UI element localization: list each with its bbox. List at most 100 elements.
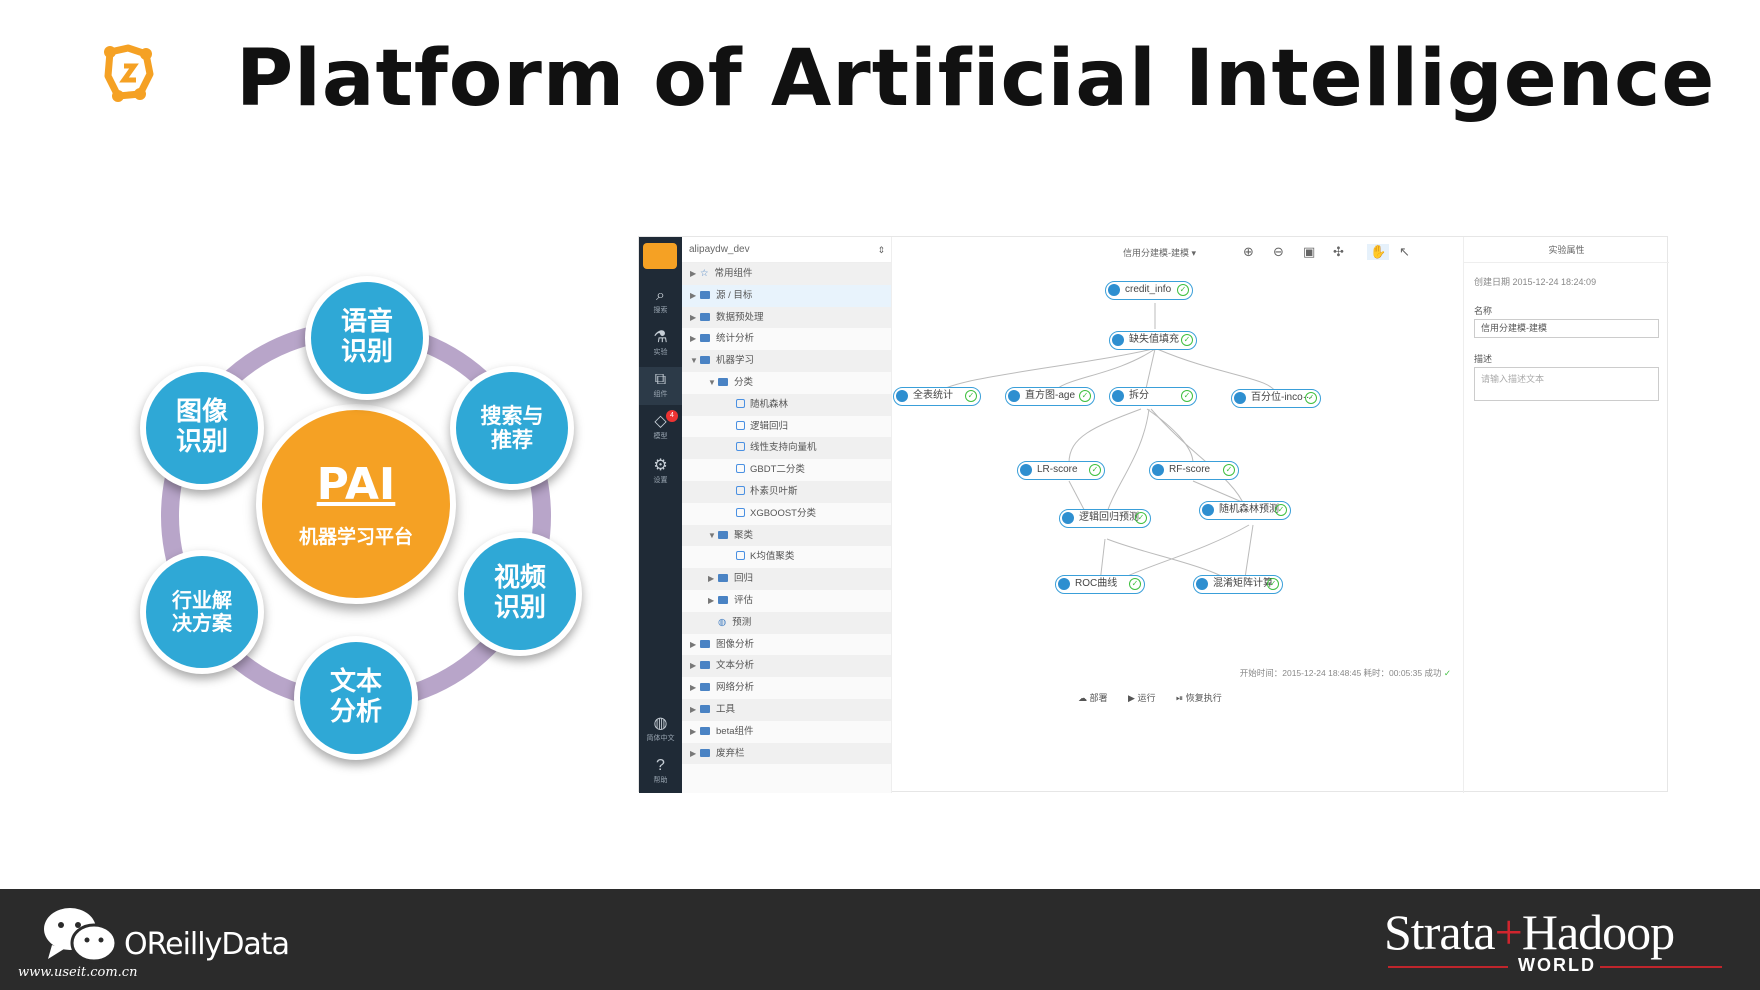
node-label: 缺失值填充 bbox=[1129, 334, 1179, 345]
tree-item[interactable]: ▶源 / 目标 bbox=[682, 284, 891, 307]
rail-models[interactable]: ◇模型 4 bbox=[639, 410, 682, 441]
tree-item[interactable]: GBDT二分类 bbox=[682, 459, 891, 481]
globe-icon: ◍ bbox=[718, 616, 727, 628]
pointer-icon[interactable]: ↖ bbox=[1399, 244, 1410, 259]
chevron-right-icon[interactable]: ▶ bbox=[690, 334, 697, 344]
tree-item[interactable]: ▶图像分析 bbox=[682, 634, 891, 656]
chevron-right-icon[interactable]: ▶ bbox=[690, 269, 697, 278]
run-button[interactable]: ▶ 运行 bbox=[1128, 693, 1156, 703]
name-input[interactable]: 信用分建模-建模 bbox=[1474, 319, 1659, 338]
fit-icon[interactable]: ▣ bbox=[1303, 244, 1316, 259]
dag-node[interactable]: 拆分✓ bbox=[1109, 387, 1197, 406]
rail-search[interactable]: ⌕搜索 bbox=[639, 287, 682, 315]
hand-icon[interactable]: ✋ bbox=[1367, 244, 1390, 260]
chevron-right-icon[interactable]: ▶ bbox=[690, 704, 697, 714]
tree-item[interactable]: K均值聚类 bbox=[682, 546, 891, 568]
tree-item[interactable]: ▶数据预处理 bbox=[682, 306, 891, 329]
folder-icon bbox=[700, 312, 710, 321]
node-type-icon bbox=[1234, 392, 1246, 404]
component-tree: alipaydw_dev⇕ ▶☆常用组件▶源 / 目标▶数据预处理▶统计分析▼机… bbox=[682, 237, 892, 793]
bubble-industry: 行业解 决方案 bbox=[140, 550, 264, 674]
watermark-url: www.useit.com.cn bbox=[18, 965, 138, 980]
tree-item[interactable]: ▶废弃栏 bbox=[682, 742, 891, 765]
tree-item-label: beta组件 bbox=[716, 725, 754, 737]
dag-node[interactable]: 缺失值填充✓ bbox=[1109, 331, 1197, 350]
bubble-search: 搜索与 推荐 bbox=[450, 366, 574, 490]
rail-experiment[interactable]: ⚗实验 bbox=[639, 329, 682, 357]
experiment-name[interactable]: 信用分建模-建模 ▾ bbox=[1123, 248, 1197, 258]
node-type-icon bbox=[1112, 390, 1124, 402]
chevron-right-icon[interactable]: ▶ bbox=[708, 595, 715, 605]
chevron-right-icon[interactable]: ▶ bbox=[690, 683, 697, 693]
tree-item[interactable]: ▶☆常用组件 bbox=[682, 263, 891, 285]
bubble-text: 文本 分析 bbox=[294, 636, 418, 760]
dag-node[interactable]: 随机森林预测✓ bbox=[1199, 501, 1291, 520]
description-textarea[interactable]: 请输入描述文本 bbox=[1474, 367, 1659, 401]
chevron-right-icon[interactable]: ▶ bbox=[690, 726, 697, 736]
dag-node[interactable]: 百分位-inco···✓ bbox=[1231, 389, 1321, 408]
folder-icon bbox=[718, 377, 728, 386]
folder-icon bbox=[700, 704, 710, 713]
tree-item-label: 机器学习 bbox=[716, 355, 755, 367]
dag-node[interactable]: 全表统计✓ bbox=[893, 387, 981, 406]
tree-item-label: 统计分析 bbox=[716, 333, 755, 345]
chevron-right-icon[interactable]: ▶ bbox=[690, 639, 697, 649]
component-icon bbox=[736, 464, 745, 474]
chevron-right-icon[interactable]: ▶ bbox=[690, 312, 697, 322]
tree-item[interactable]: ▶工具 bbox=[682, 698, 891, 721]
fullscreen-icon[interactable]: ✣ bbox=[1333, 244, 1344, 259]
tree-item[interactable]: ▶回归 bbox=[682, 568, 891, 590]
dag-node[interactable]: 混淆矩阵计算✓ bbox=[1193, 575, 1283, 594]
app-logo-icon bbox=[643, 243, 677, 269]
chevron-right-icon[interactable]: ▶ bbox=[708, 574, 715, 584]
tree-item[interactable]: ▼ 机器学习 bbox=[682, 350, 891, 372]
check-icon: ✓ bbox=[1129, 578, 1141, 590]
resume-button[interactable]: ⏯ 恢复执行 bbox=[1176, 693, 1222, 703]
page-title: Platform of Artificial Intelligence bbox=[236, 34, 1716, 124]
pai-logo-icon bbox=[104, 44, 154, 102]
pai-center-subtitle: 机器学习平台 bbox=[298, 527, 413, 548]
check-icon: ✓ bbox=[1079, 390, 1091, 402]
tree-item[interactable]: 逻辑回归 bbox=[682, 416, 891, 438]
dag-node[interactable]: 直方图-age✓ bbox=[1005, 387, 1095, 406]
tree-item[interactable]: ◍预测 bbox=[682, 611, 891, 634]
rail-settings[interactable]: ⚙设置 bbox=[639, 457, 682, 485]
component-icon bbox=[736, 398, 745, 408]
component-icon bbox=[736, 442, 745, 452]
deploy-button[interactable]: ☁ 部署 bbox=[1078, 693, 1108, 703]
project-selector[interactable]: alipaydw_dev⇕ bbox=[682, 237, 891, 263]
rail-help[interactable]: ?帮助 bbox=[639, 757, 682, 785]
tree-item[interactable]: ▶网络分析 bbox=[682, 677, 891, 699]
dag-node[interactable]: LR-score✓ bbox=[1017, 461, 1105, 480]
tree-item[interactable]: ▶ beta组件 bbox=[682, 721, 891, 743]
tree-item[interactable]: ▼分类 bbox=[682, 372, 891, 394]
check-icon: ✓ bbox=[1305, 392, 1317, 404]
chevron-down-icon[interactable]: ▼ bbox=[708, 530, 716, 540]
dag-node[interactable]: ROC曲线✓ bbox=[1055, 575, 1145, 594]
folder-icon bbox=[700, 683, 710, 692]
dag-node[interactable]: 逻辑回归预测✓ bbox=[1059, 509, 1151, 528]
experiment-canvas[interactable]: 信用分建模-建模 ▾ ⊕ ⊖ ▣ ✣ ✋ ↖ bbox=[893, 237, 1459, 793]
chevron-down-icon[interactable]: ▼ bbox=[690, 356, 698, 366]
tree-item[interactable]: 随机森林 bbox=[682, 393, 891, 416]
tree-item[interactable]: ▶评估 bbox=[682, 590, 891, 612]
tree-item[interactable]: ▶ 统计分析 bbox=[682, 328, 891, 350]
check-icon: ✓ bbox=[965, 390, 977, 402]
tree-item[interactable]: 线性支持向量机 bbox=[682, 437, 891, 460]
rail-components[interactable]: ⧉组件 bbox=[639, 367, 682, 405]
chevron-right-icon[interactable]: ▶ bbox=[690, 661, 697, 671]
tree-item[interactable]: ▼聚类 bbox=[682, 524, 891, 547]
chevron-right-icon[interactable]: ▶ bbox=[690, 748, 697, 758]
tree-item[interactable]: ▶文本分析 bbox=[682, 655, 891, 678]
dag-node[interactable]: credit_info✓ bbox=[1105, 281, 1193, 300]
zoom-in-icon[interactable]: ⊕ bbox=[1243, 244, 1254, 259]
zoom-out-icon[interactable]: ⊖ bbox=[1273, 244, 1284, 259]
tree-item[interactable]: 朴素贝叶斯 bbox=[682, 480, 891, 503]
dag-node[interactable]: RF-score✓ bbox=[1149, 461, 1239, 480]
tree-item[interactable]: XGBOOST分类 bbox=[682, 503, 891, 525]
chevron-down-icon[interactable]: ▼ bbox=[708, 377, 716, 387]
rail-language[interactable]: ◍简体中文 bbox=[639, 715, 682, 743]
folder-icon bbox=[700, 639, 710, 648]
chevron-right-icon[interactable]: ▶ bbox=[690, 290, 697, 300]
dag-edges bbox=[936, 303, 1278, 592]
